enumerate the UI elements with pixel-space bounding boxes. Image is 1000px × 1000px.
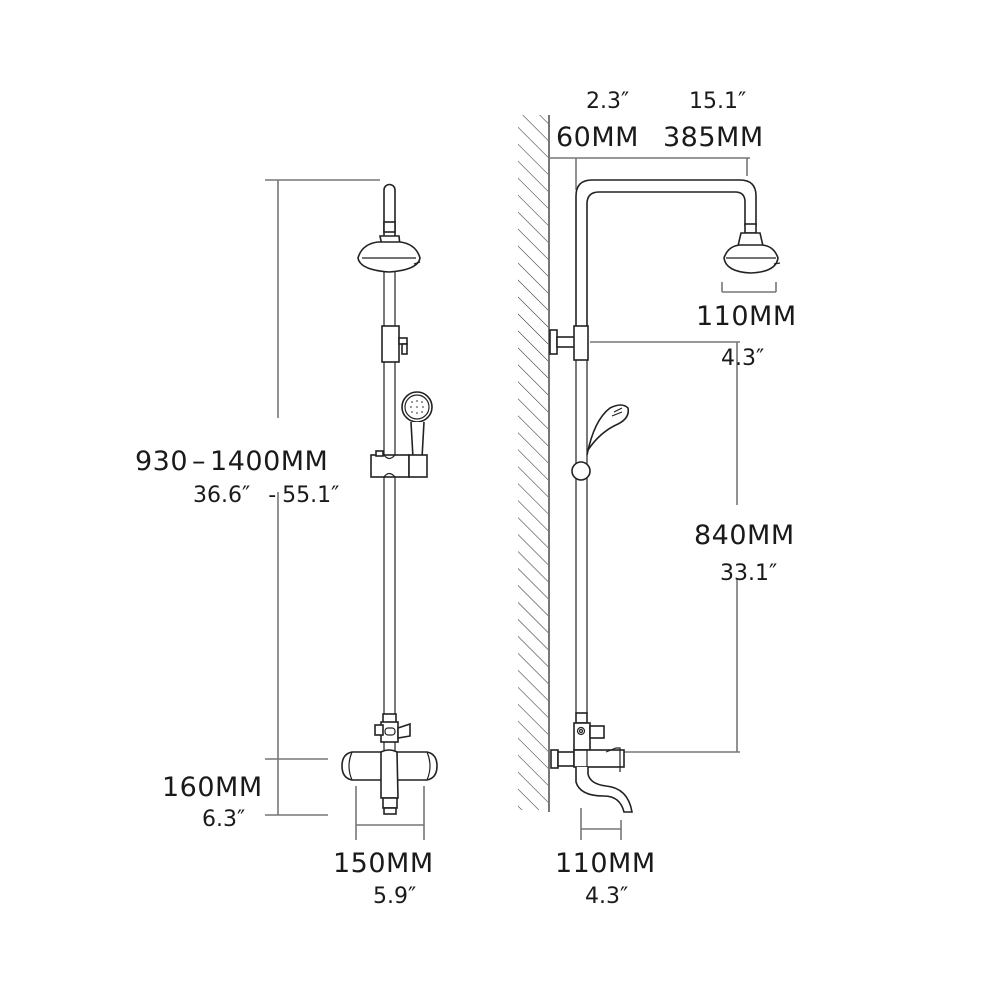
spout-reach-dimension [580, 808, 622, 840]
showerhead-diameter-mm-label: 110MM [696, 301, 797, 332]
column-span-mm-label: 840MM [694, 520, 795, 551]
mixer-width-in-label: 5.9″ [373, 884, 416, 909]
column-span-dimension [590, 341, 740, 753]
hand-shower [401, 391, 433, 459]
slide-holder [370, 450, 428, 478]
side-mixer [550, 712, 633, 813]
column-span-in-label: 33.1″ [720, 561, 777, 586]
showerhead-diameter-dimension [721, 282, 777, 293]
showerhead-diameter-in-label: 4.3″ [721, 346, 764, 371]
overhead-shower-head [357, 235, 421, 273]
wall-offset-in-label: 2.3″ [586, 89, 629, 114]
height-range-dimension [265, 179, 380, 816]
wall [518, 115, 550, 812]
arm-length-in-label: 15.1″ [689, 89, 746, 114]
diverter-bracket [381, 325, 408, 363]
side-shower-head [723, 232, 781, 274]
front-view: 930–1400MM 36.6″-55.1″ 160MM 6.3″ 150MM … [135, 179, 438, 909]
mixer-width-mm-label: 150MM [333, 848, 434, 879]
spout-reach-in-label: 4.3″ [585, 884, 628, 909]
wall-offset-mm-label: 60MM [556, 122, 639, 153]
mixer-diverter [374, 713, 411, 752]
mixer-valve [341, 749, 438, 815]
side-hand-shower [571, 404, 630, 481]
height-range-in-label: 36.6″-55.1″ [193, 483, 339, 508]
mixer-height-mm-label: 160MM [162, 772, 263, 803]
arm-length-mm-label: 385MM [663, 122, 764, 153]
wall-bracket [549, 325, 589, 361]
side-view: 2.3″ 60MM 15.1″ 385MM 110MM 4.3″ 840MM 3… [518, 89, 797, 909]
arm-dimension [549, 157, 750, 190]
mixer-height-in-label: 6.3″ [202, 807, 245, 832]
spout-reach-mm-label: 110MM [555, 848, 656, 879]
mixer-width-dimension [355, 786, 425, 840]
shower-arm [575, 179, 757, 330]
height-range-mm-label: 930–1400MM [135, 446, 328, 477]
side-riser [575, 360, 588, 714]
